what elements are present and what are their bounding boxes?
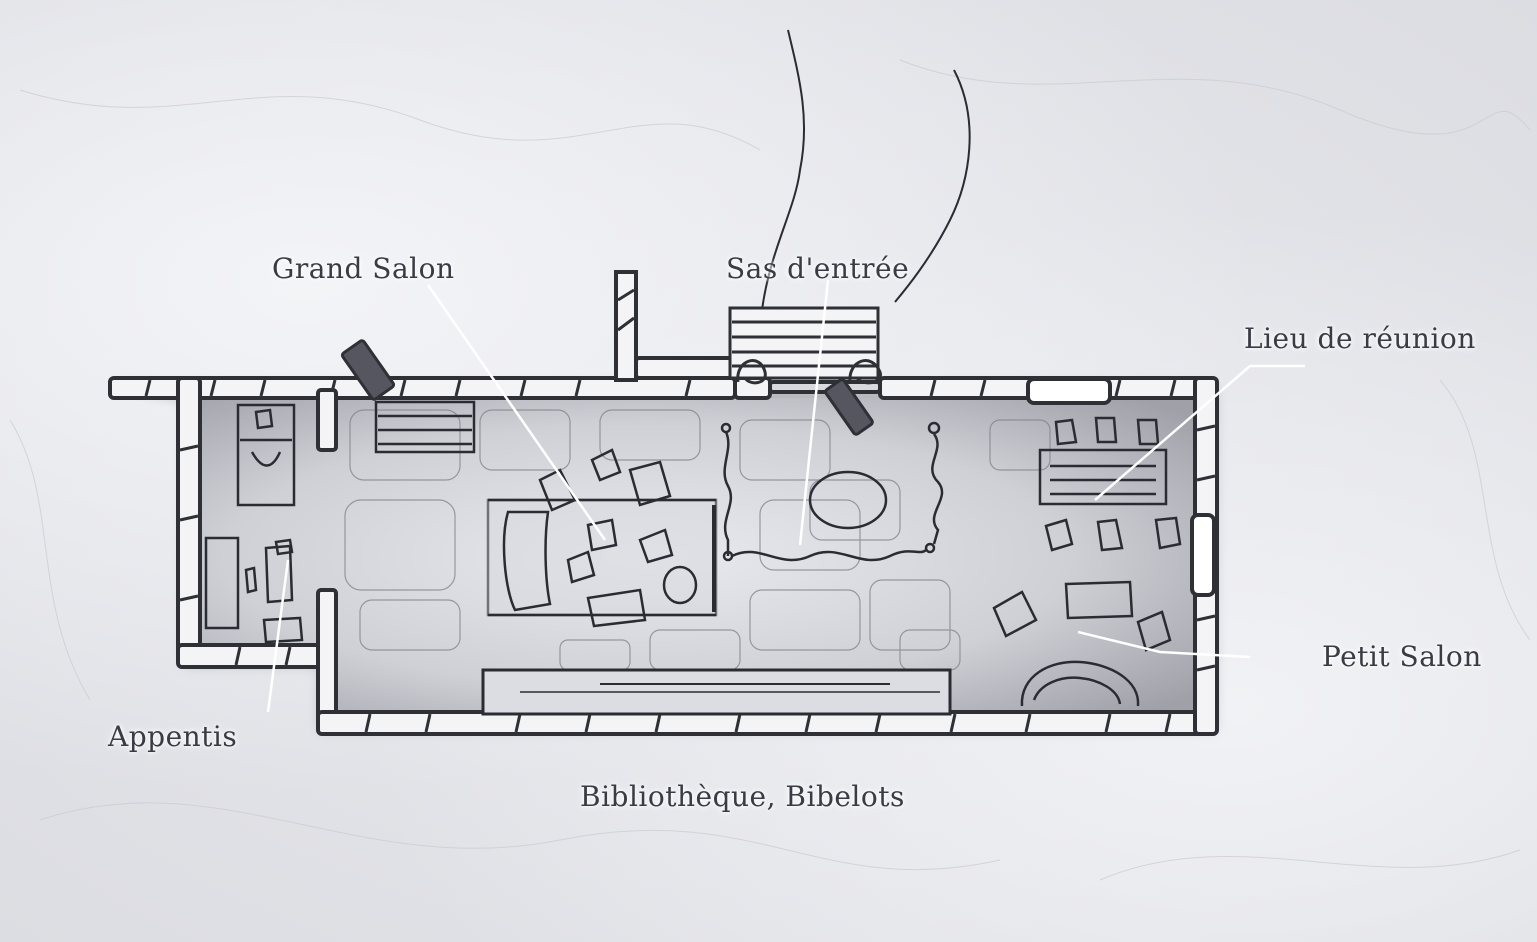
label-bibliotheque: Bibliothèque, Bibelots <box>580 780 905 813</box>
wall-east-joints <box>1196 424 1216 672</box>
leader-lines <box>266 279 1305 713</box>
entrance-steps <box>728 306 880 380</box>
lean-to-furniture <box>204 403 304 644</box>
label-lieu-reunion: Lieu de réunion <box>1244 322 1476 355</box>
flagstones <box>344 409 1051 671</box>
wall-west <box>176 376 338 732</box>
grand-salon-furniture <box>486 448 718 628</box>
library-shelf <box>481 668 952 716</box>
small-salon-furniture <box>992 580 1172 707</box>
windows <box>1026 377 1216 597</box>
stray-boards <box>340 339 874 436</box>
meeting-area-furniture <box>1038 416 1182 552</box>
entrance-planters <box>736 359 882 385</box>
grand-salon-bench <box>374 400 476 454</box>
label-petit-salon: Petit Salon <box>1322 640 1482 673</box>
label-grand-salon: Grand Salon <box>272 252 455 285</box>
wall-west-joints <box>179 444 292 666</box>
wall-south-joints <box>364 713 1172 733</box>
parchment-texture <box>9 59 1531 881</box>
label-appentis: Appentis <box>108 720 238 753</box>
entrance-curtain <box>720 421 944 562</box>
path-strokes <box>761 29 971 311</box>
label-sas-entree: Sas d'entrée <box>726 252 910 285</box>
north-buttress <box>614 270 733 382</box>
